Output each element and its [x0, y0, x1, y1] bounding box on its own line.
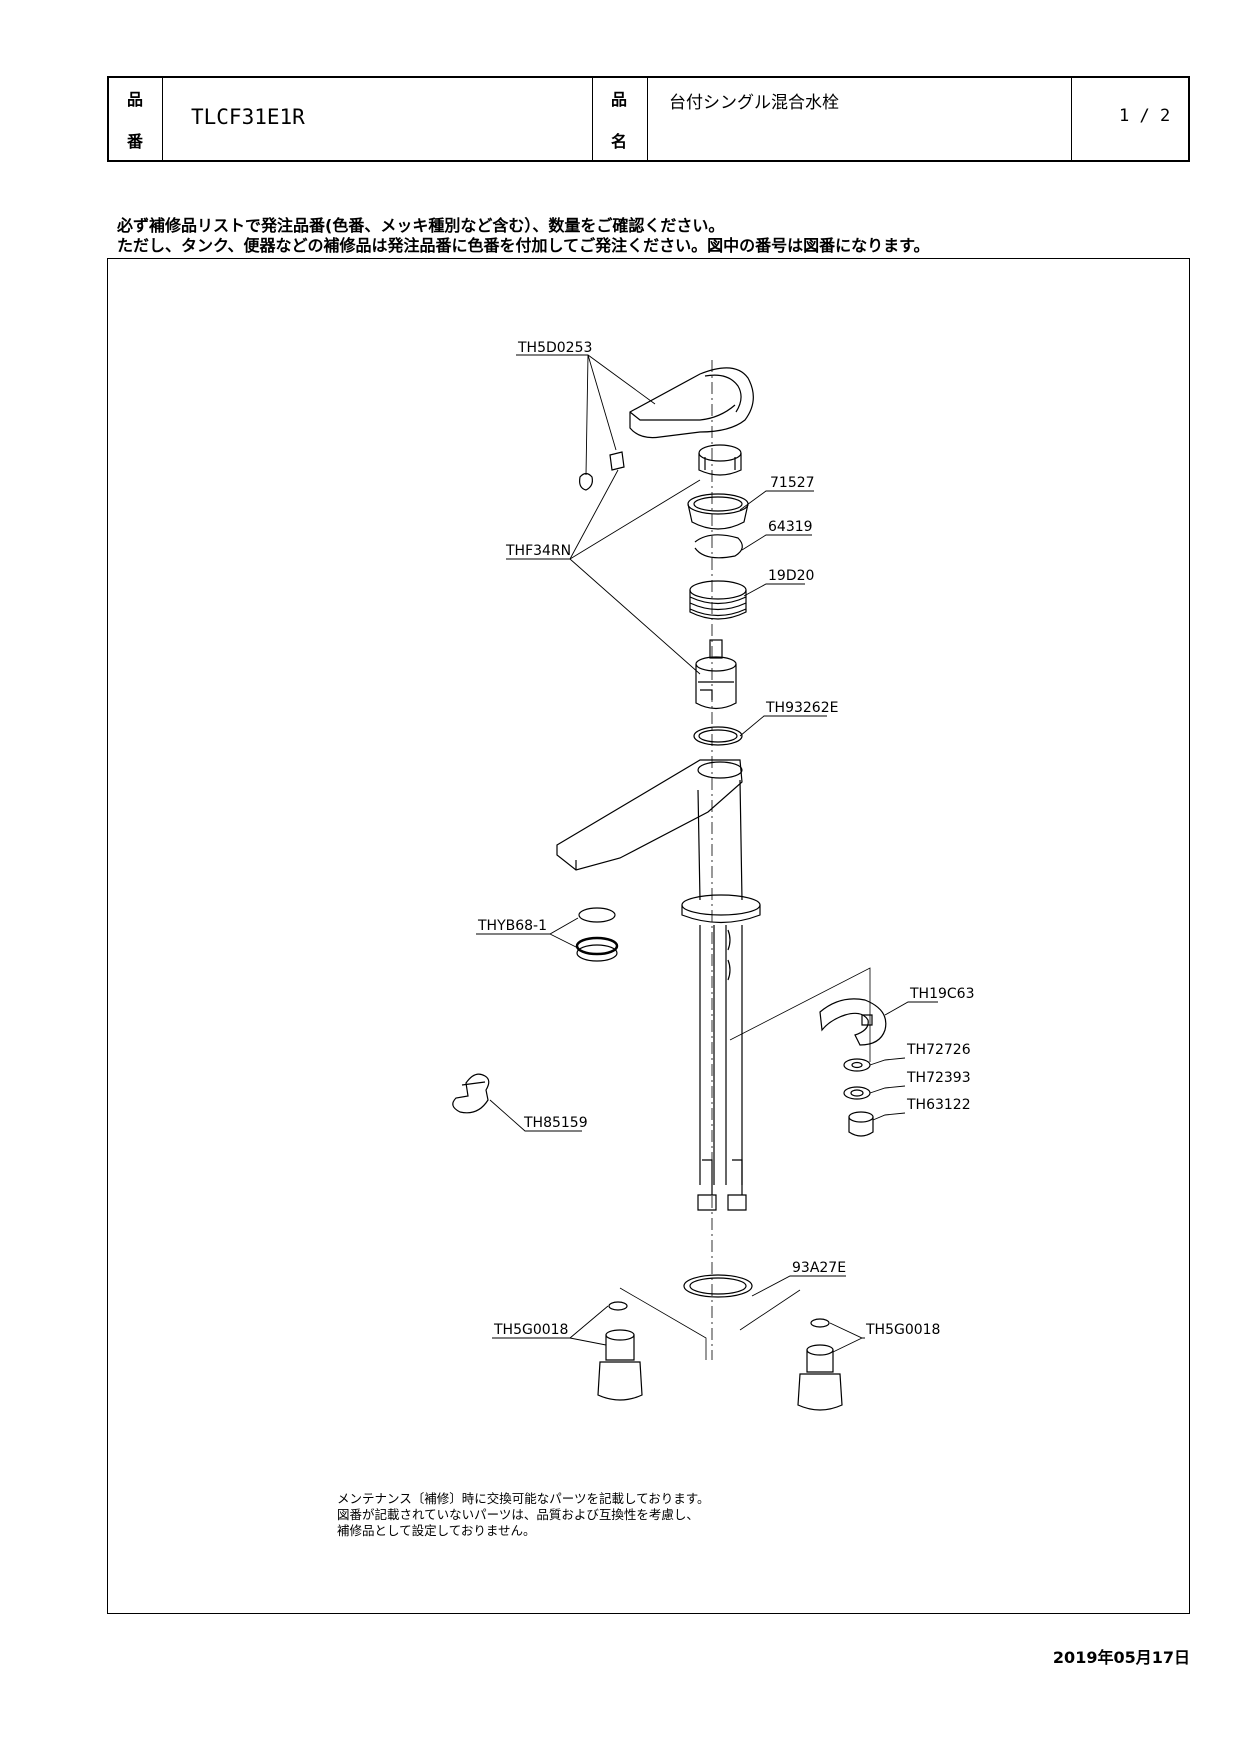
washer-TH72393 — [843, 1086, 871, 1100]
handle-lever — [629, 367, 754, 439]
divider — [592, 78, 593, 160]
aerator-THYB68-1 — [575, 907, 619, 962]
divider — [647, 78, 648, 160]
label-93A27E: 93A27E — [792, 1260, 846, 1276]
model-number: TLCF31E1R — [191, 105, 305, 129]
label-TH19C63: TH19C63 — [909, 986, 974, 1002]
note-line-2: ただし、タンク、便器などの補修品は発注品番に色番を付加してご発注ください。図中の… — [117, 236, 930, 255]
label-71527: 71527 — [770, 475, 815, 491]
washer-TH72726 — [843, 1058, 871, 1072]
wrench-TH85159 — [452, 1073, 490, 1114]
bracket-TH19C63 — [819, 998, 887, 1046]
hin-label-top: 品 — [127, 90, 144, 109]
label-THYB68-1: THYB68-1 — [477, 918, 547, 934]
oring-TH93262E — [693, 726, 743, 746]
nut-TH63122 — [848, 1111, 874, 1137]
clip-ring-64319 — [694, 534, 743, 559]
cartridge — [695, 639, 737, 710]
label-64319: 64319 — [768, 519, 813, 535]
connector-right-TH5G0018 — [797, 1318, 843, 1411]
name-label-bottom: 名 — [611, 132, 628, 151]
base-ring-93A27E — [683, 1274, 753, 1298]
label-TH93262E: TH93262E — [765, 700, 838, 716]
label-TH5D0253: TH5D0253 — [517, 340, 592, 356]
label-19D20: 19D20 — [768, 568, 814, 584]
product-name: 台付シングル混合水栓 — [669, 93, 839, 113]
footnote-line-1: メンテナンス〔補修〕時に交換可能なパーツを記載しております。 — [337, 1491, 710, 1506]
issue-date: 2019年05月17日 — [1052, 1648, 1190, 1667]
maintenance-footnote: メンテナンス〔補修〕時に交換可能なパーツを記載しております。 図番が記載されてい… — [337, 1491, 710, 1539]
supply-hoses — [697, 925, 747, 1211]
hin-label-bottom: 番 — [127, 132, 144, 151]
cover-71527 — [687, 493, 749, 530]
footnote-line-2: 図番が記載されていないパーツは、品質および互換性を考慮し、 — [337, 1507, 699, 1522]
note-line-1: 必ず補修品リストで発注品番(色番、メッキ種別など含む）、数量をご確認ください。 — [117, 216, 725, 235]
diagram-frame — [107, 258, 1190, 1614]
footnote-line-3: 補修品として設定しておりません。 — [337, 1523, 536, 1538]
label-TH5G0018-right: TH5G0018 — [865, 1322, 940, 1338]
divider — [1071, 78, 1072, 160]
nut-19D20 — [689, 580, 747, 620]
divider — [162, 78, 163, 160]
label-TH63122: TH63122 — [906, 1097, 971, 1113]
label-TH72393: TH72393 — [906, 1070, 971, 1086]
label-TH5G0018-left: TH5G0018 — [493, 1322, 568, 1338]
faucet-body — [556, 759, 761, 924]
label-TH85159: TH85159 — [523, 1115, 588, 1131]
name-label-top: 品 — [611, 90, 628, 109]
connector-left-TH5G0018 — [597, 1301, 643, 1401]
label-THF34RN: THF34RN — [505, 543, 571, 559]
title-block: 品 番 TLCF31E1R 品 名 台付シングル混合水栓 1 / 2 — [107, 76, 1190, 162]
label-TH72726: TH72726 — [906, 1042, 971, 1058]
page-number: 1 / 2 — [1119, 106, 1171, 126]
cap-part — [698, 444, 742, 476]
